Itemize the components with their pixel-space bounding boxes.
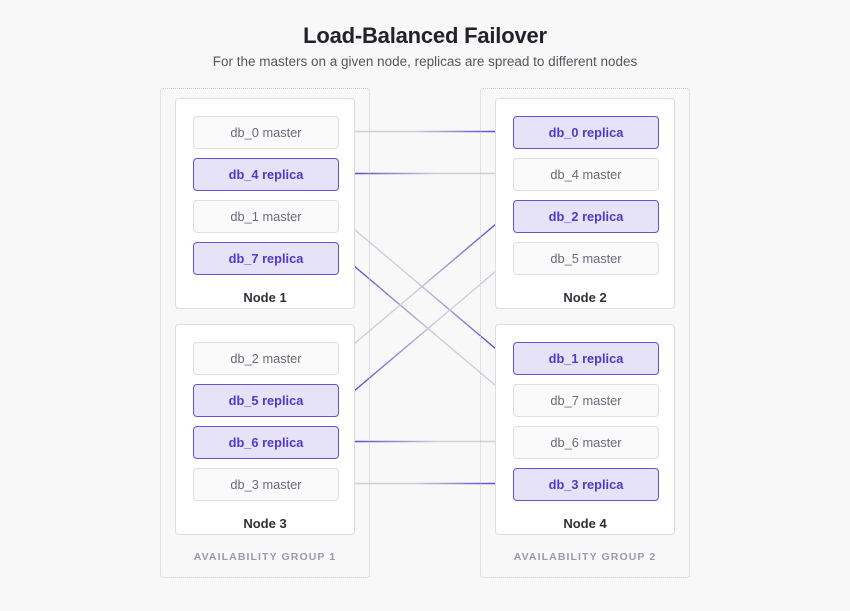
node-card-node3: db_2 master db_5 replica db_6 replica db_3 … xyxy=(175,324,355,535)
db-box-db_2-master[interactable]: db_2 master xyxy=(193,342,339,375)
node-label-node1: Node 1 xyxy=(243,290,287,305)
db-box-db_7-master[interactable]: db_7 master xyxy=(513,384,659,417)
node-card-node2: db_0 replica db_4 master db_2 replica db_5 … xyxy=(495,98,675,309)
db-box-db_0-replica[interactable]: db_0 replica xyxy=(513,116,659,149)
node-card-node4: db_1 replica db_7 master db_6 master db_3 r… xyxy=(495,324,675,535)
node-label-node2: Node 2 xyxy=(563,290,607,305)
db-box-db_5-master[interactable]: db_5 master xyxy=(513,242,659,275)
availability-group-label: AVAILABILITY GROUP 1 xyxy=(193,551,337,563)
db-box-db_3-replica[interactable]: db_3 replica xyxy=(513,468,659,501)
node-label-node4: Node 4 xyxy=(563,516,607,531)
availability-group-label: AVAILABILITY GROUP 2 xyxy=(513,551,657,563)
db-box-db_3-master[interactable]: db_3 master xyxy=(193,468,339,501)
node-label-node3: Node 3 xyxy=(243,516,287,531)
db-box-db_7-replica[interactable]: db_7 replica xyxy=(193,242,339,275)
db-box-db_4-master[interactable]: db_4 master xyxy=(513,158,659,191)
page-title: Load-Balanced Failover xyxy=(303,23,547,48)
node-card-node1: db_0 master db_4 replica db_1 master db_7 r… xyxy=(175,98,355,309)
db-box-db_6-replica[interactable]: db_6 replica xyxy=(193,426,339,459)
db-box-db_2-replica[interactable]: db_2 replica xyxy=(513,200,659,233)
availability-group-ag2: AVAILABILITY GROUP 2 xyxy=(480,88,690,578)
db-box-db_1-master[interactable]: db_1 master xyxy=(193,200,339,233)
db-box-db_6-master[interactable]: db_6 master xyxy=(513,426,659,459)
db-box-db_1-replica[interactable]: db_1 replica xyxy=(513,342,659,375)
db-box-db_4-replica[interactable]: db_4 replica xyxy=(193,158,339,191)
availability-group-ag1: AVAILABILITY GROUP 1 xyxy=(160,88,370,578)
page-subtitle: For the masters on a given node, replica… xyxy=(212,54,638,69)
db-box-db_0-master[interactable]: db_0 master xyxy=(193,116,339,149)
db-box-db_5-replica[interactable]: db_5 replica xyxy=(193,384,339,417)
